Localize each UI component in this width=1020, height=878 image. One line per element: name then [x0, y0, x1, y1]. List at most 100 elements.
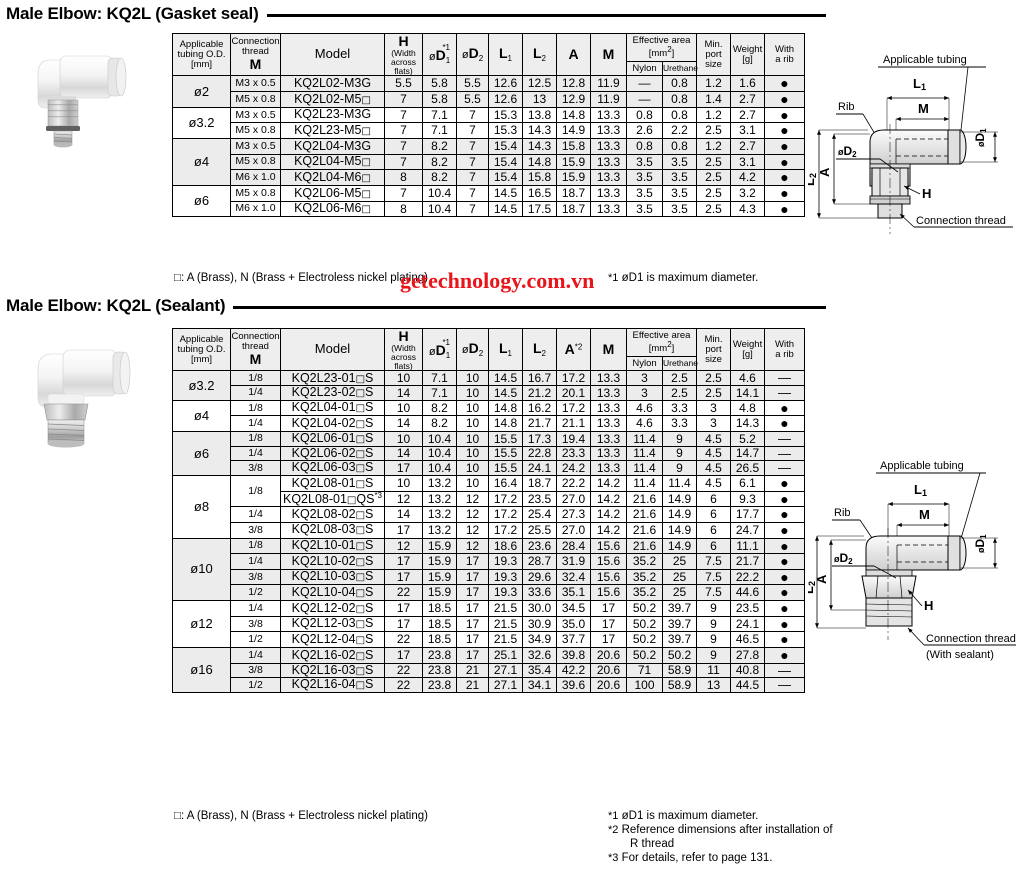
- cell-min-port: 2.5: [696, 184, 732, 202]
- dimensional-drawing-gasket-seal: Applicable tubing L1 M Rib: [802, 46, 1020, 286]
- cell-with-a-rib: —: [764, 370, 806, 387]
- label2-a: A: [814, 574, 829, 584]
- cell-urethane: 2.5: [661, 385, 698, 401]
- cell-model: KQ2L12-03□S: [280, 615, 385, 633]
- cell-l1: 17.2: [488, 521, 523, 539]
- cell-min-port: 9: [696, 647, 732, 664]
- cell-l1: 15.4: [488, 153, 523, 171]
- header2-min-port-size: Min. port size: [696, 327, 732, 372]
- cell-model: KQ2L16-04□S: [280, 677, 385, 693]
- section-title-sealant: Male Elbow: KQ2L (Sealant): [6, 296, 826, 316]
- cell-model: KQ2L04-01□S: [280, 399, 385, 417]
- cell-m: 15.6: [590, 537, 627, 555]
- cell-model: KQ2L23-M5□: [280, 122, 385, 140]
- cell-l1: 12.6: [488, 75, 523, 93]
- label-m: M: [918, 101, 929, 116]
- cell-l1: 14.8: [488, 399, 523, 417]
- cell-model: KQ2L04-M6□: [280, 169, 385, 186]
- cell-a: 19.4: [556, 431, 591, 447]
- cell-m: 15.6: [590, 568, 627, 586]
- cell-with-a-rib: —: [764, 445, 806, 462]
- cell-d2: 12: [456, 521, 489, 539]
- cell-nylon: 3.5: [626, 153, 663, 171]
- cell-with-a-rib: ●: [764, 506, 806, 523]
- cell-connection-thread: 3/8: [230, 568, 281, 586]
- cell-a: 23.3: [556, 445, 591, 462]
- label2-d1: øD1: [973, 534, 988, 553]
- cell-l1: 15.5: [488, 445, 523, 462]
- cell-min-port: 4.5: [696, 474, 732, 492]
- cell-h: 10: [384, 370, 423, 387]
- cell-model: KQ2L04-02□S: [280, 415, 385, 433]
- filled-circle-icon: ●: [780, 631, 789, 648]
- cell-urethane: 0.8: [661, 138, 698, 155]
- cell-m: 14.2: [590, 521, 627, 539]
- cell-l2: 16.5: [522, 184, 557, 202]
- footnote2-star2: *2 Reference dimensions after installati…: [608, 824, 833, 836]
- cell-m: 13.3: [590, 200, 627, 218]
- cell-with-a-rib: —: [764, 431, 806, 447]
- header2-urethane: Urethane: [661, 355, 698, 372]
- cell-d2: 7: [456, 200, 489, 218]
- cell-model: KQ2L10-03□S: [280, 568, 385, 586]
- cell-h: 22: [384, 662, 423, 679]
- cell-h: 12: [384, 537, 423, 555]
- label2-m: M: [919, 507, 930, 522]
- cell-urethane: 39.7: [661, 600, 698, 617]
- cell-m: 20.6: [590, 662, 627, 679]
- cell-d2: 7: [456, 106, 489, 124]
- filled-circle-icon: ●: [780, 474, 789, 491]
- cell-with-a-rib: ●: [764, 474, 806, 492]
- cell-l1: 16.4: [488, 474, 523, 492]
- cell-min-port: 2.5: [696, 153, 732, 171]
- cell-connection-thread: 1/8: [230, 537, 281, 555]
- cell-a: 20.1: [556, 385, 591, 401]
- cell-m: 17: [590, 600, 627, 617]
- cell-with-a-rib: ●: [764, 537, 806, 555]
- cell-connection-thread: 1/2: [230, 677, 281, 693]
- cell-connection-thread: M5 x 0.8: [230, 153, 281, 171]
- cell-l1: 15.4: [488, 169, 523, 186]
- cell-weight: 23.5: [730, 600, 766, 617]
- cell-model: KQ2L23-02□S: [280, 385, 385, 401]
- cell-model: KQ2L23-01□S: [280, 370, 385, 387]
- cell-l1: 14.5: [488, 370, 523, 387]
- cell-with-a-rib: ●: [764, 122, 806, 140]
- cell-d1: 13.2: [422, 474, 457, 492]
- cell-nylon: 50.2: [626, 600, 663, 617]
- cell-a: 34.5: [556, 600, 591, 617]
- spec-table-gasket-seal: Applicable tubing O.D. [mm] Connection t…: [172, 32, 806, 218]
- cell-h: 14: [384, 506, 423, 523]
- cell-min-port: 1.4: [696, 91, 732, 108]
- cell-a: 42.2: [556, 662, 591, 679]
- header-h: H (Width across flats): [384, 32, 423, 77]
- cell-a: 12.8: [556, 75, 591, 93]
- cell-m: 13.3: [590, 370, 627, 387]
- cell-min-port: 2.5: [696, 122, 732, 140]
- cell-l1: 15.3: [488, 122, 523, 140]
- cell-urethane: 58.9: [661, 677, 698, 693]
- cell-m: 13.3: [590, 445, 627, 462]
- cell-model: KQ2L04-M5□: [280, 153, 385, 171]
- cell-urethane: 3.5: [661, 153, 698, 171]
- cell-d2: 7: [456, 169, 489, 186]
- cell-h: 7: [384, 184, 423, 202]
- cell-nylon: 11.4: [626, 445, 663, 462]
- table-header-row-1: Applicable tubing O.D. [mm] Connection t…: [172, 32, 806, 77]
- cell-m: 11.9: [590, 91, 627, 108]
- cell-l2: 18.7: [522, 474, 557, 492]
- cell-m: 13.3: [590, 138, 627, 155]
- cell-weight: 2.7: [730, 91, 766, 108]
- cell-d1: 8.2: [422, 153, 457, 171]
- cell-d2: 12: [456, 537, 489, 555]
- cell-tubing-od: ø10: [172, 537, 231, 602]
- filled-circle-icon: ●: [780, 415, 789, 432]
- cell-weight: 3.1: [730, 153, 766, 171]
- cell-urethane: 3.5: [661, 169, 698, 186]
- footnote2-star3-marker: *3: [608, 852, 619, 864]
- cell-nylon: 3: [626, 370, 663, 387]
